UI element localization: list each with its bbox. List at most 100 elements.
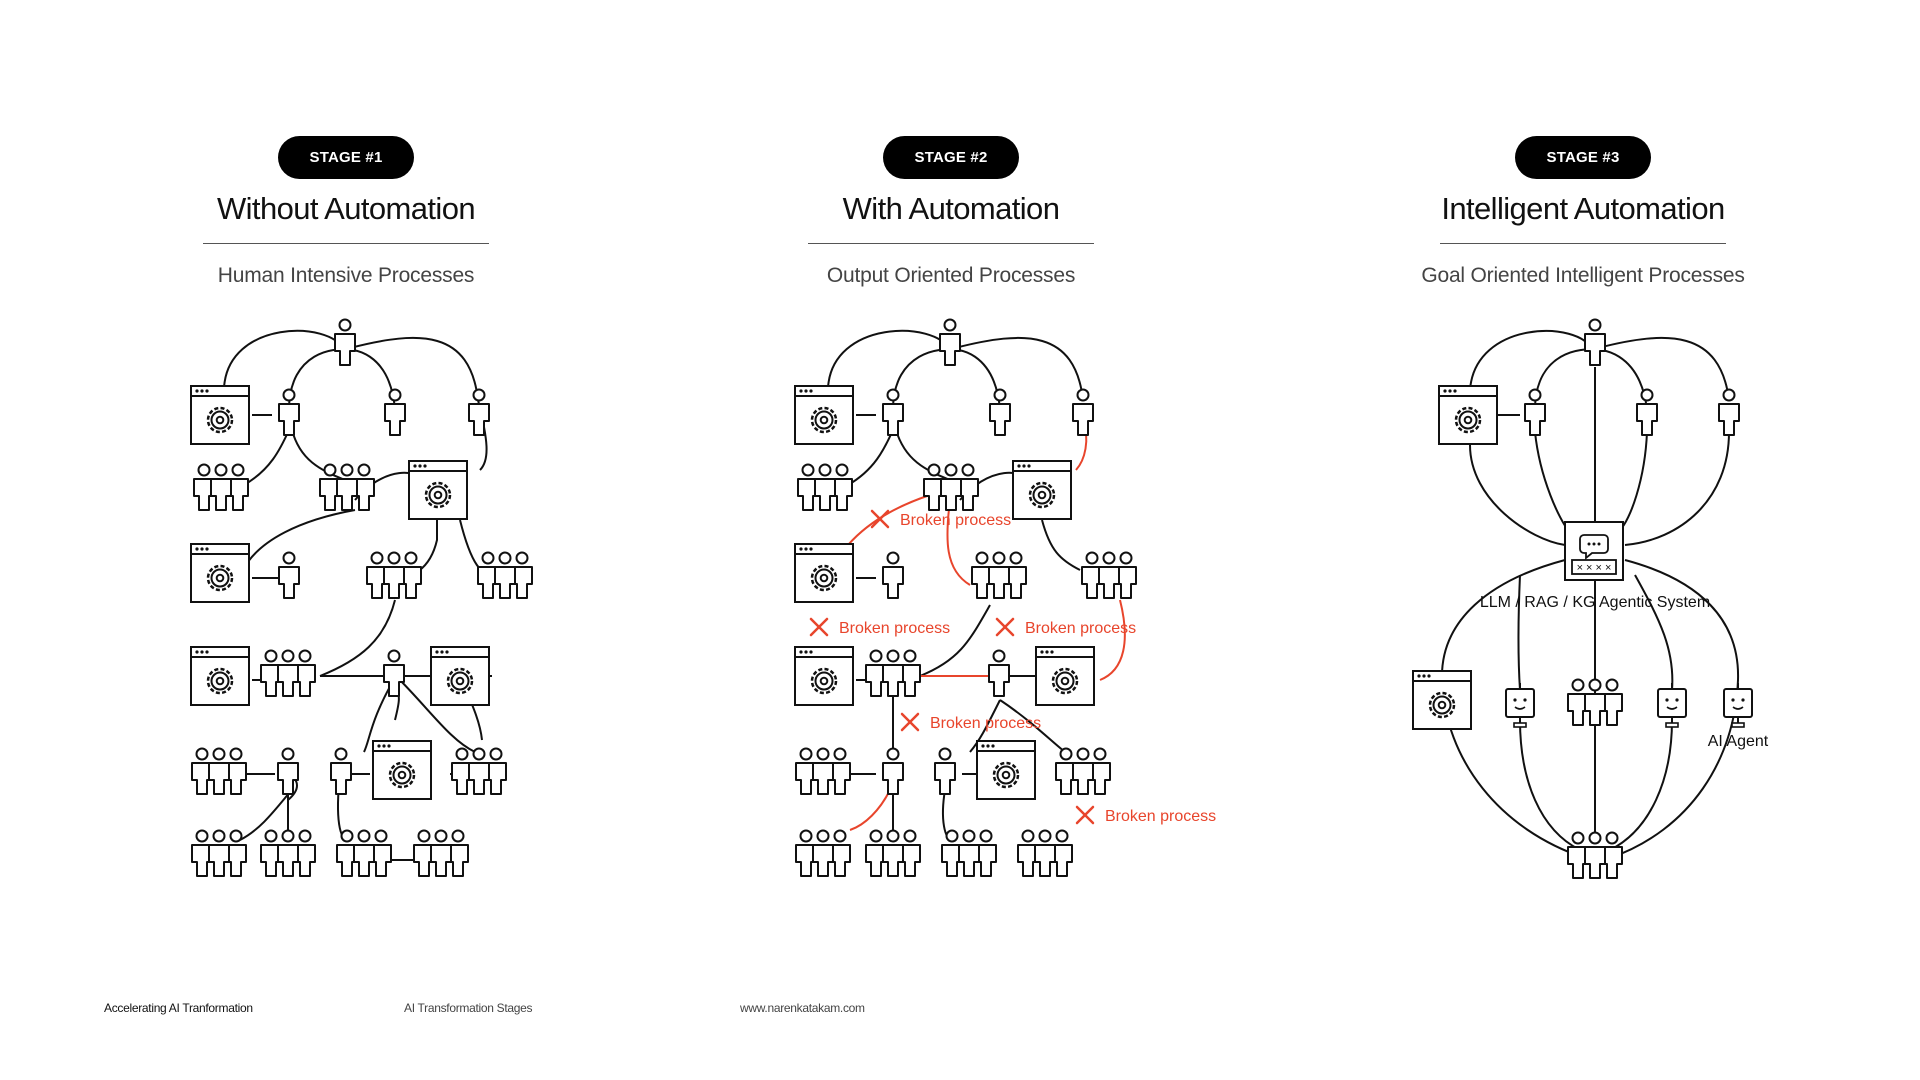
person-icon (988, 649, 1010, 697)
group-icon (866, 651, 920, 697)
group-icon (192, 749, 246, 795)
group-icon (1568, 680, 1622, 726)
person-icon (1524, 388, 1546, 436)
stage-3-title: Intelligent Automation (1441, 191, 1725, 226)
person-icon (1584, 318, 1606, 366)
x-mark-icon (995, 617, 1015, 637)
stage-1-header: STAGE #1 Without Automation Human Intens… (136, 136, 556, 288)
stage-2-title: With Automation (842, 191, 1060, 226)
person-icon (334, 318, 356, 366)
app-window-gear-icon (429, 645, 491, 707)
person-icon (277, 747, 299, 795)
group-icon (337, 831, 391, 877)
person-icon (383, 649, 405, 697)
app-window-gear-icon (793, 384, 855, 446)
group-icon (866, 831, 920, 877)
group-icon (924, 465, 978, 511)
stage-2-broken-links (847, 419, 1126, 831)
app-window-gear-icon (189, 384, 251, 446)
group-icon (1056, 749, 1110, 795)
person-icon (939, 318, 961, 366)
broken-process-label: Broken process (900, 512, 1011, 529)
stage-1-badge: STAGE #1 (278, 136, 414, 179)
group-icon (1568, 833, 1622, 879)
app-window-gear-icon (189, 542, 251, 604)
x-mark-icon (809, 617, 829, 637)
stage-3-badge: STAGE #3 (1515, 136, 1651, 179)
group-icon (1018, 831, 1072, 877)
stage-2-subtitle: Output Oriented Processes (826, 264, 1076, 287)
stage-1-subtitle: Human Intensive Processes (217, 264, 475, 287)
broken-process-label: Broken process (1025, 620, 1136, 637)
broken-process-label: Broken process (930, 715, 1041, 732)
person-icon (1072, 388, 1094, 436)
stage-2-header: STAGE #2 With Automation Output Oriented… (741, 136, 1161, 288)
ai-agent-label: AI Agent (1708, 733, 1769, 750)
person-icon (882, 388, 904, 436)
x-mark-icon (1075, 805, 1095, 825)
stage-1-divider (203, 243, 489, 244)
person-icon (468, 388, 490, 436)
app-window-gear-icon (1034, 645, 1096, 707)
person-icon (1718, 388, 1740, 436)
app-window-gear-icon (793, 645, 855, 707)
person-icon (934, 747, 956, 795)
footer-left: Accelerating AI Tranformation (104, 1001, 253, 1015)
group-icon (796, 831, 850, 877)
group-icon (261, 651, 315, 697)
group-icon (194, 465, 248, 511)
broken-process-label: Broken process (839, 620, 950, 637)
person-icon (882, 747, 904, 795)
app-window-gear-icon (371, 739, 433, 801)
stage-3-subtitle: Goal Oriented Intelligent Processes (1421, 264, 1745, 287)
group-icon (192, 831, 246, 877)
group-icon (414, 831, 468, 877)
group-icon (367, 553, 421, 599)
stage-1-nodes (189, 318, 532, 877)
group-icon (972, 553, 1026, 599)
app-window-gear-icon (975, 739, 1037, 801)
stage-2-broken-markers: Broken process Broken process Broken pro… (809, 509, 1216, 825)
robot-agent-icon (1723, 682, 1753, 728)
person-icon (384, 388, 406, 436)
agentic-system-node: × × × × (1564, 521, 1624, 581)
stage-3-diagram (1440, 329, 1740, 859)
broken-process-label: Broken process (1105, 808, 1216, 825)
stage-1-title: Without Automation (216, 191, 476, 226)
app-window-gear-icon (189, 645, 251, 707)
person-icon (989, 388, 1011, 436)
agent-widget-text: × × × × (1577, 562, 1612, 574)
group-icon (261, 831, 315, 877)
person-icon (1636, 388, 1658, 436)
stage-3-header: STAGE #3 Intelligent Automation Goal Ori… (1373, 136, 1793, 288)
robot-agent-icon (1657, 682, 1687, 728)
app-window-gear-icon (1011, 459, 1073, 521)
stage-3-nodes: × × × × LLM / RAG / KG Agentic System AI… (1411, 318, 1769, 879)
person-icon (882, 551, 904, 599)
group-icon (478, 553, 532, 599)
app-window-gear-icon (793, 542, 855, 604)
group-icon (1082, 553, 1136, 599)
group-icon (942, 831, 996, 877)
app-window-gear-icon (1437, 384, 1499, 446)
person-icon (330, 747, 352, 795)
agentic-system-label: LLM / RAG / KG Agentic System (1480, 594, 1710, 611)
footer-middle: AI Transformation Stages (404, 1001, 533, 1015)
group-icon (798, 465, 852, 511)
group-icon (452, 749, 506, 795)
group-icon (796, 749, 850, 795)
app-window-gear-icon (1411, 669, 1473, 731)
app-window-gear-icon (407, 459, 469, 521)
footer-url: www.narenkatakam.com (740, 1001, 865, 1015)
stage-2-divider (808, 243, 1094, 244)
stage-2-badge: STAGE #2 (883, 136, 1019, 179)
stage-3-divider (1440, 243, 1726, 244)
chat-bubble-icon (1579, 534, 1609, 560)
person-icon (278, 388, 300, 436)
robot-agent-icon (1505, 682, 1535, 728)
stage-2-nodes (793, 318, 1136, 877)
person-icon (278, 551, 300, 599)
x-mark-icon (870, 509, 890, 529)
x-mark-icon (900, 712, 920, 732)
